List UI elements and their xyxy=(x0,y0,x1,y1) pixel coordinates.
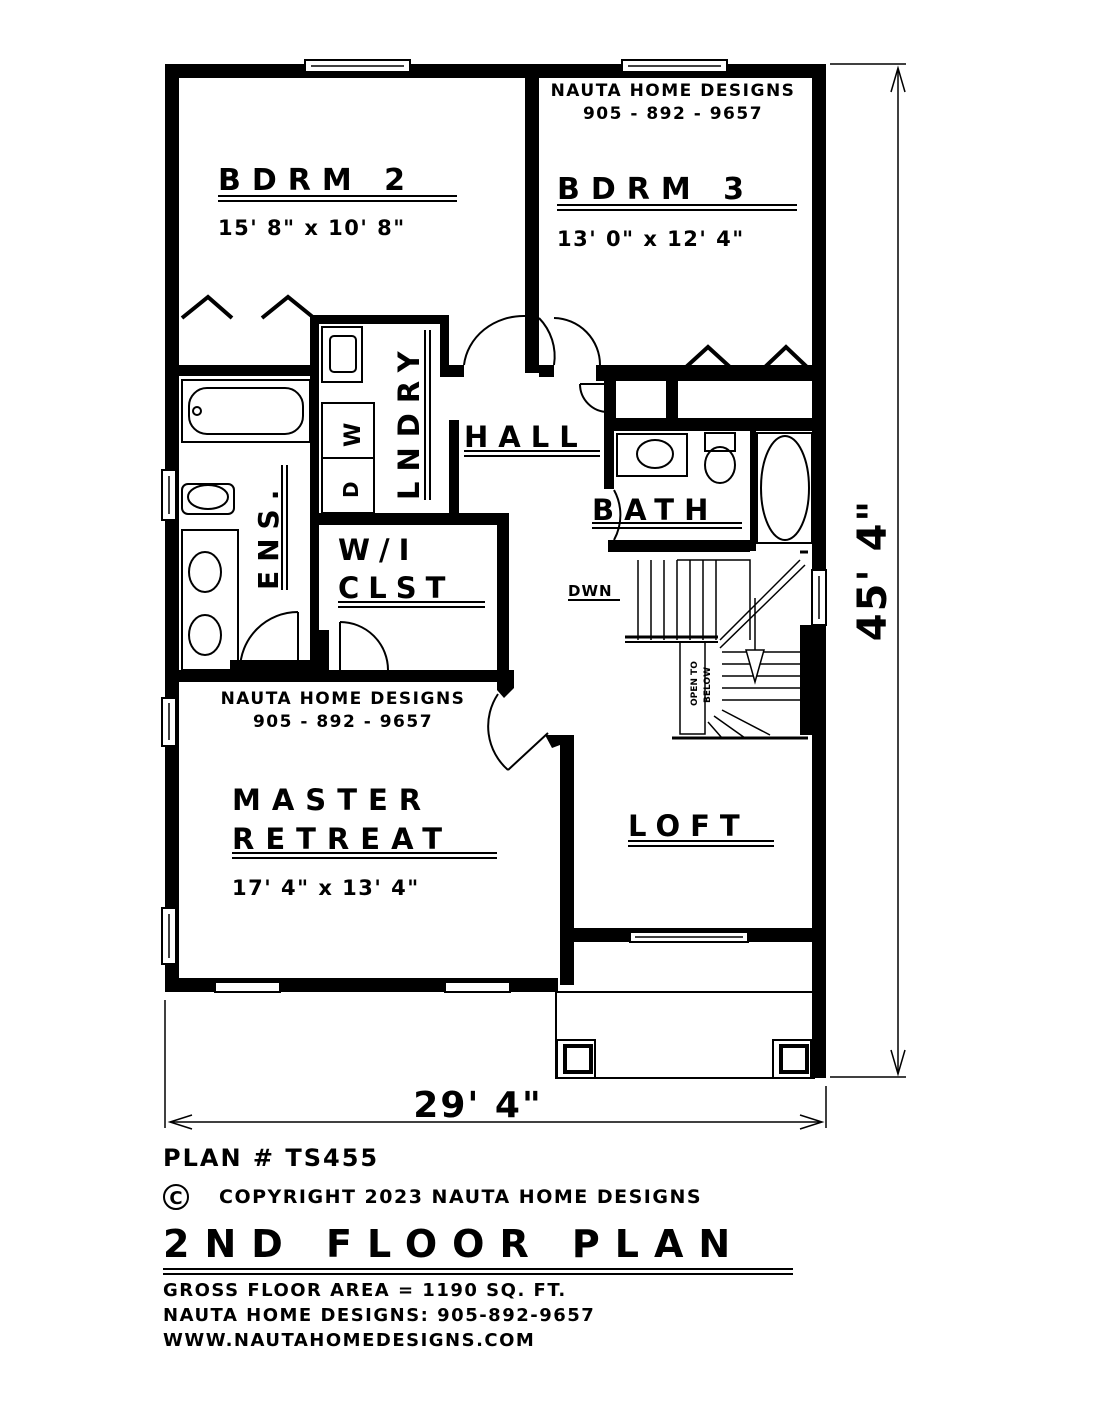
room-size-master: 17' 4" x 13' 4" xyxy=(232,876,420,900)
depth-dimension: 45' 4" xyxy=(850,499,896,642)
copyright-icon: C xyxy=(163,1184,189,1210)
stairs xyxy=(625,550,808,740)
watermark-top-company: NAUTA HOME DESIGNS xyxy=(551,81,796,101)
room-name-bdrm3: BDRM 3 xyxy=(557,172,755,207)
website-link[interactable]: WWW.NAUTAHOMEDESIGNS.COM xyxy=(163,1330,536,1351)
stair-down-label: DWN xyxy=(568,582,613,600)
room-name-hall: HALL xyxy=(464,420,588,454)
room-size-bdrm3: 13' 0" x 12' 4" xyxy=(557,227,745,251)
open-below-line2: BELOW xyxy=(703,667,713,703)
interior-walls xyxy=(179,78,812,985)
room-name-bath: BATH xyxy=(592,493,718,527)
room-name-loft: LOFT xyxy=(628,809,750,843)
room-name-bdrm2: BDRM 2 xyxy=(218,163,416,198)
room-name-master-line1: MASTER xyxy=(232,783,432,817)
contact-phone: NAUTA HOME DESIGNS: 905-892-9657 xyxy=(163,1305,596,1326)
room-name-master-line2: RETREAT xyxy=(232,822,453,856)
room-name-wi-line1: W/I xyxy=(338,533,418,567)
dimension-lines xyxy=(164,63,906,1130)
title-underline-second xyxy=(163,1273,793,1275)
watermark-mid-phone: 905 - 892 - 9657 xyxy=(253,712,433,732)
room-name-lndry: LNDRY xyxy=(392,341,426,500)
room-size-bdrm2: 15' 8" x 10' 8" xyxy=(218,216,406,240)
plan-number: PLAN # TS455 xyxy=(163,1144,380,1172)
open-below-line1: OPEN TO xyxy=(690,661,700,706)
title-underline xyxy=(163,1268,793,1270)
room-name-ens: ENS. xyxy=(252,481,285,590)
copyright-text: COPYRIGHT 2023 NAUTA HOME DESIGNS xyxy=(219,1186,703,1208)
room-name-wi-line2: CLST xyxy=(338,571,454,605)
floor-plan-title: 2ND FLOOR PLAN xyxy=(163,1222,746,1266)
room-labels: NAUTA HOME DESIGNS 905 - 892 - 9657 BDRM… xyxy=(218,81,896,1126)
watermark-mid-company: NAUTA HOME DESIGNS xyxy=(221,689,466,709)
copyright-row: C COPYRIGHT 2023 NAUTA HOME DESIGNS xyxy=(163,1184,702,1210)
floor-plan-drawing: NAUTA HOME DESIGNS 905 - 892 - 9657 BDRM… xyxy=(161,59,906,1130)
gross-floor-area: GROSS FLOOR AREA = 1190 SQ. FT. xyxy=(163,1280,567,1301)
washer-label: W xyxy=(341,423,366,447)
dryer-label: D xyxy=(339,481,363,498)
width-dimension: 29' 4" xyxy=(413,1085,542,1126)
watermark-top-phone: 905 - 892 - 9657 xyxy=(583,104,763,124)
